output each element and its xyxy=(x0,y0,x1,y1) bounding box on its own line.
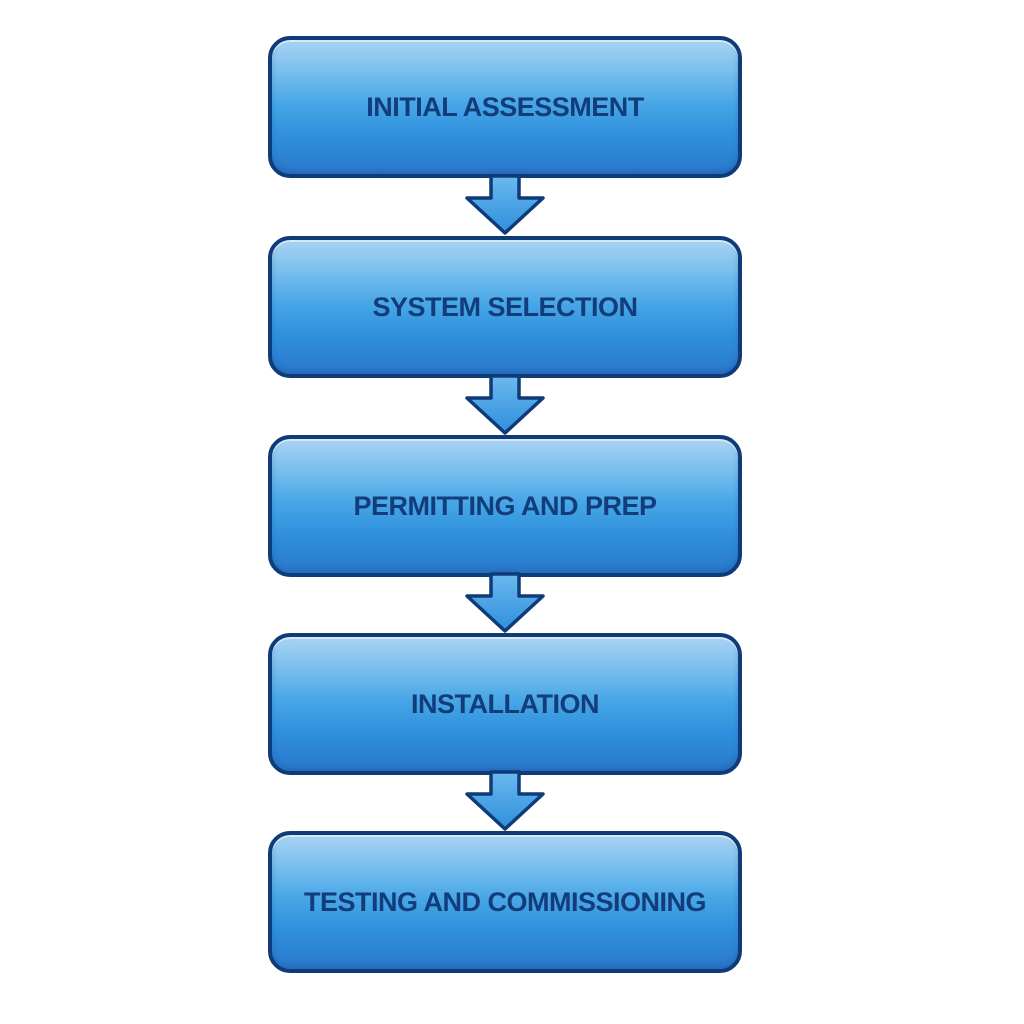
step-label-initial-assessment: INITIAL ASSESSMENT xyxy=(366,91,644,122)
down-arrow-icon xyxy=(465,374,545,435)
step-label-permitting-and-prep: PERMITTING AND PREP xyxy=(353,490,657,521)
step-box-initial-assessment: INITIAL ASSESSMENT xyxy=(268,36,742,178)
step-box-permitting-and-prep: PERMITTING AND PREP xyxy=(268,435,742,577)
step-label-installation: INSTALLATION xyxy=(411,688,599,719)
step-box-installation: INSTALLATION xyxy=(268,633,742,775)
down-arrow-icon xyxy=(465,770,545,831)
step-label-system-selection: SYSTEM SELECTION xyxy=(372,291,638,322)
down-arrow-icon xyxy=(465,572,545,633)
step-label-testing-and-commissioning: TESTING AND COMMISSIONING xyxy=(303,886,707,917)
step-box-system-selection: SYSTEM SELECTION xyxy=(268,236,742,378)
step-box-testing-and-commissioning: TESTING AND COMMISSIONING xyxy=(268,831,742,973)
down-arrow-icon xyxy=(465,174,545,235)
